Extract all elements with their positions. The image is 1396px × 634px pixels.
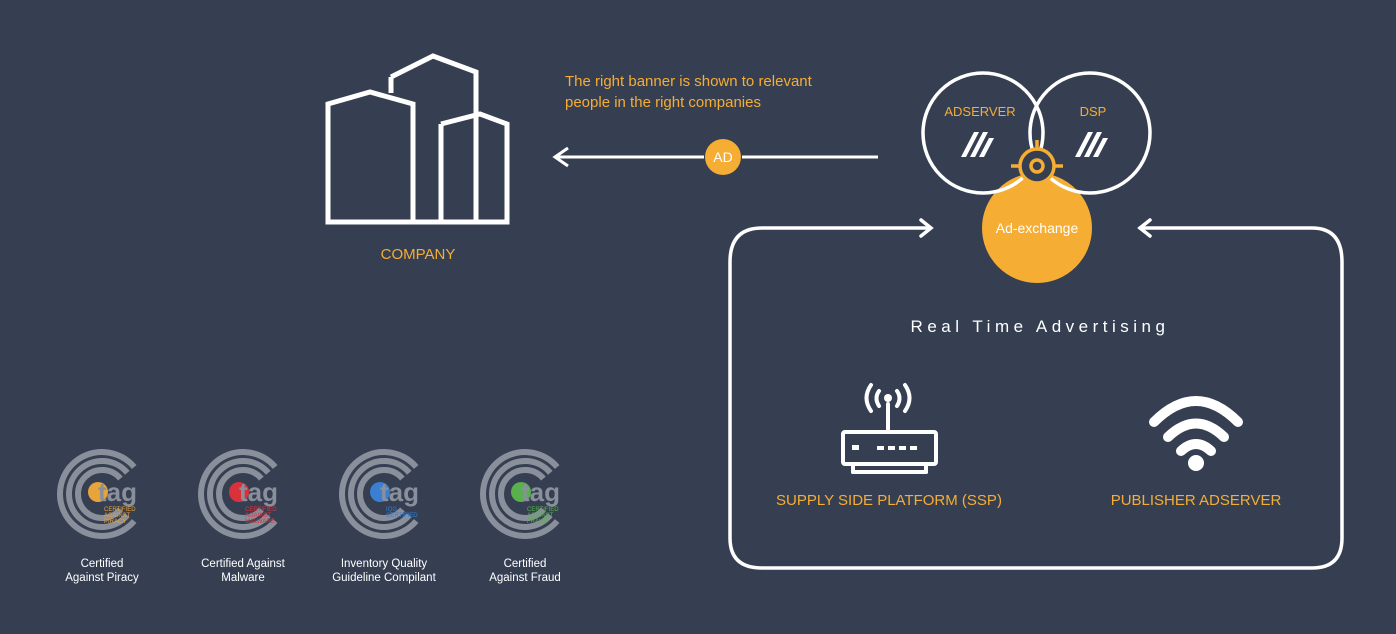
adform-logo-icon <box>1075 132 1108 157</box>
description-text: The right banner is shown to relevant pe… <box>565 73 812 111</box>
seal-line: IQG <box>386 507 397 513</box>
ad-exchange-label: Ad-exchange <box>995 220 1079 236</box>
company-label: COMPANY <box>380 246 456 263</box>
router-icon <box>841 383 938 474</box>
seal-line: CERTIFIED <box>245 507 277 513</box>
seal-line: CERTIFIED <box>104 507 136 513</box>
adform-logo-icon <box>961 132 994 157</box>
seal-word: tag <box>239 477 278 507</box>
seal-word: tag <box>521 477 560 507</box>
ad-badge-label: AD <box>713 149 733 165</box>
rta-title: Real Time Advertising <box>910 317 1170 336</box>
crosshair-icon <box>1011 140 1063 192</box>
seal-line: FRAUD <box>527 519 548 525</box>
seal-word: tag <box>98 477 137 507</box>
cert-caption: Inventory Quality Guideline Compilant <box>332 558 436 584</box>
adserver-label: ADSERVER <box>944 104 1016 119</box>
seal-line: MALWARE <box>245 519 275 525</box>
ssp-label: SUPPLY SIDE PLATFORM (SSP) <box>776 492 1002 509</box>
seal-line: AGAINST <box>527 513 554 519</box>
venn-circles <box>921 71 1152 195</box>
cert-caption: Certified Against Malware <box>201 558 285 584</box>
seal-line: CERTIFIED <box>527 507 559 513</box>
seal-line: CERTIFIED <box>386 513 418 519</box>
cert-caption: Certified Against Piracy <box>65 558 139 584</box>
ad-exchange-circle <box>982 173 1092 283</box>
rta-box <box>728 218 1344 570</box>
ad-badge-circle <box>705 139 741 175</box>
ad-flow-arrow <box>552 146 878 168</box>
seal-word: tag <box>380 477 419 507</box>
router-leds <box>852 445 917 450</box>
cert-caption: Certified Against Fraud <box>489 558 561 584</box>
buildings-icon <box>325 53 510 225</box>
publisher-adserver-label: PUBLISHER ADSERVER <box>1110 492 1282 509</box>
dsp-label: DSP <box>1079 104 1107 119</box>
seal-line: AGAINST <box>104 513 131 519</box>
wifi-icon <box>1149 396 1243 456</box>
seal-line: PIRACY <box>104 519 126 525</box>
seal-line: AGAINST <box>245 513 272 519</box>
